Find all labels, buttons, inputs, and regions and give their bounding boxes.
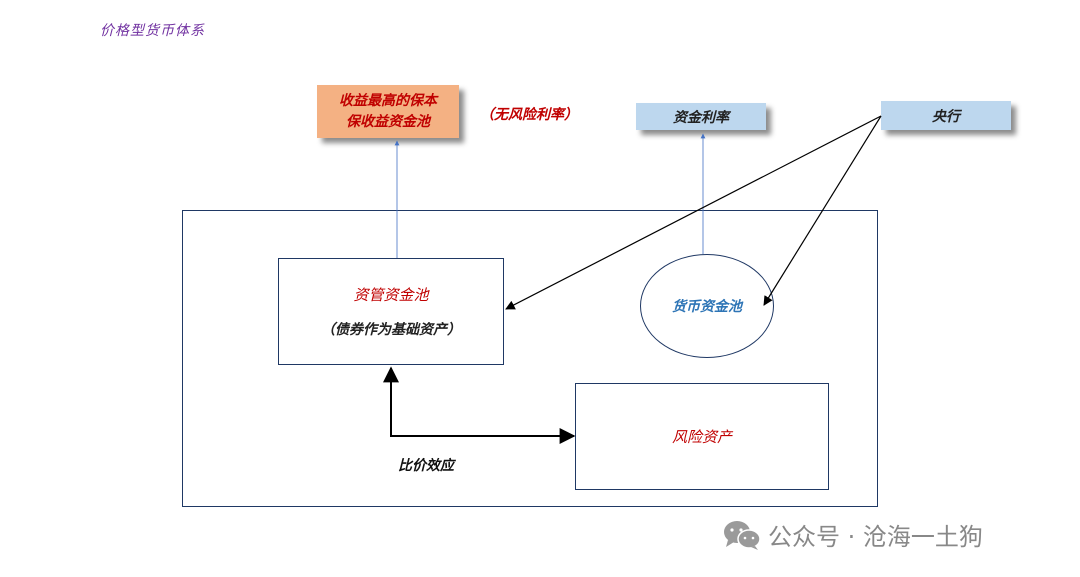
wechat-icon — [724, 520, 761, 550]
watermark-text: 公众号 · 沧海一土狗 — [768, 523, 983, 551]
financial-system-frame — [182, 210, 878, 507]
guaranteed-yield-line1: 收益最高的保本 — [339, 92, 437, 109]
arrow-central-bank-to-am-pool — [505, 115, 882, 310]
asset-management-pool-subtitle: （债券作为基础资产） — [321, 322, 461, 338]
price-parity-label: 比价效应 — [398, 458, 454, 474]
risky-assets-box: 风险资产 — [575, 383, 829, 490]
arrow-price-parity — [383, 366, 576, 444]
page-title: 价格型货币体系 — [100, 23, 205, 39]
guaranteed-yield-line2: 保收益资金池 — [346, 113, 430, 130]
asset-management-pool-title: 资管资金池 — [353, 286, 429, 304]
funding-rate-box: 资金利率 — [636, 103, 766, 130]
guaranteed-yield-pool-box: 收益最高的保本 保收益资金池 — [317, 85, 459, 138]
watermark: 公众号 · 沧海一土狗 — [722, 517, 983, 552]
asset-management-pool-box: 资管资金池 （债券作为基础资产） — [278, 258, 504, 365]
money-pool-ellipse: 货币资金池 — [640, 254, 774, 358]
central-bank-box: 央行 — [881, 101, 1011, 130]
risk-free-rate-note: （无风险利率） — [480, 107, 578, 123]
arrow-central-bank-to-money-pool — [763, 115, 882, 306]
